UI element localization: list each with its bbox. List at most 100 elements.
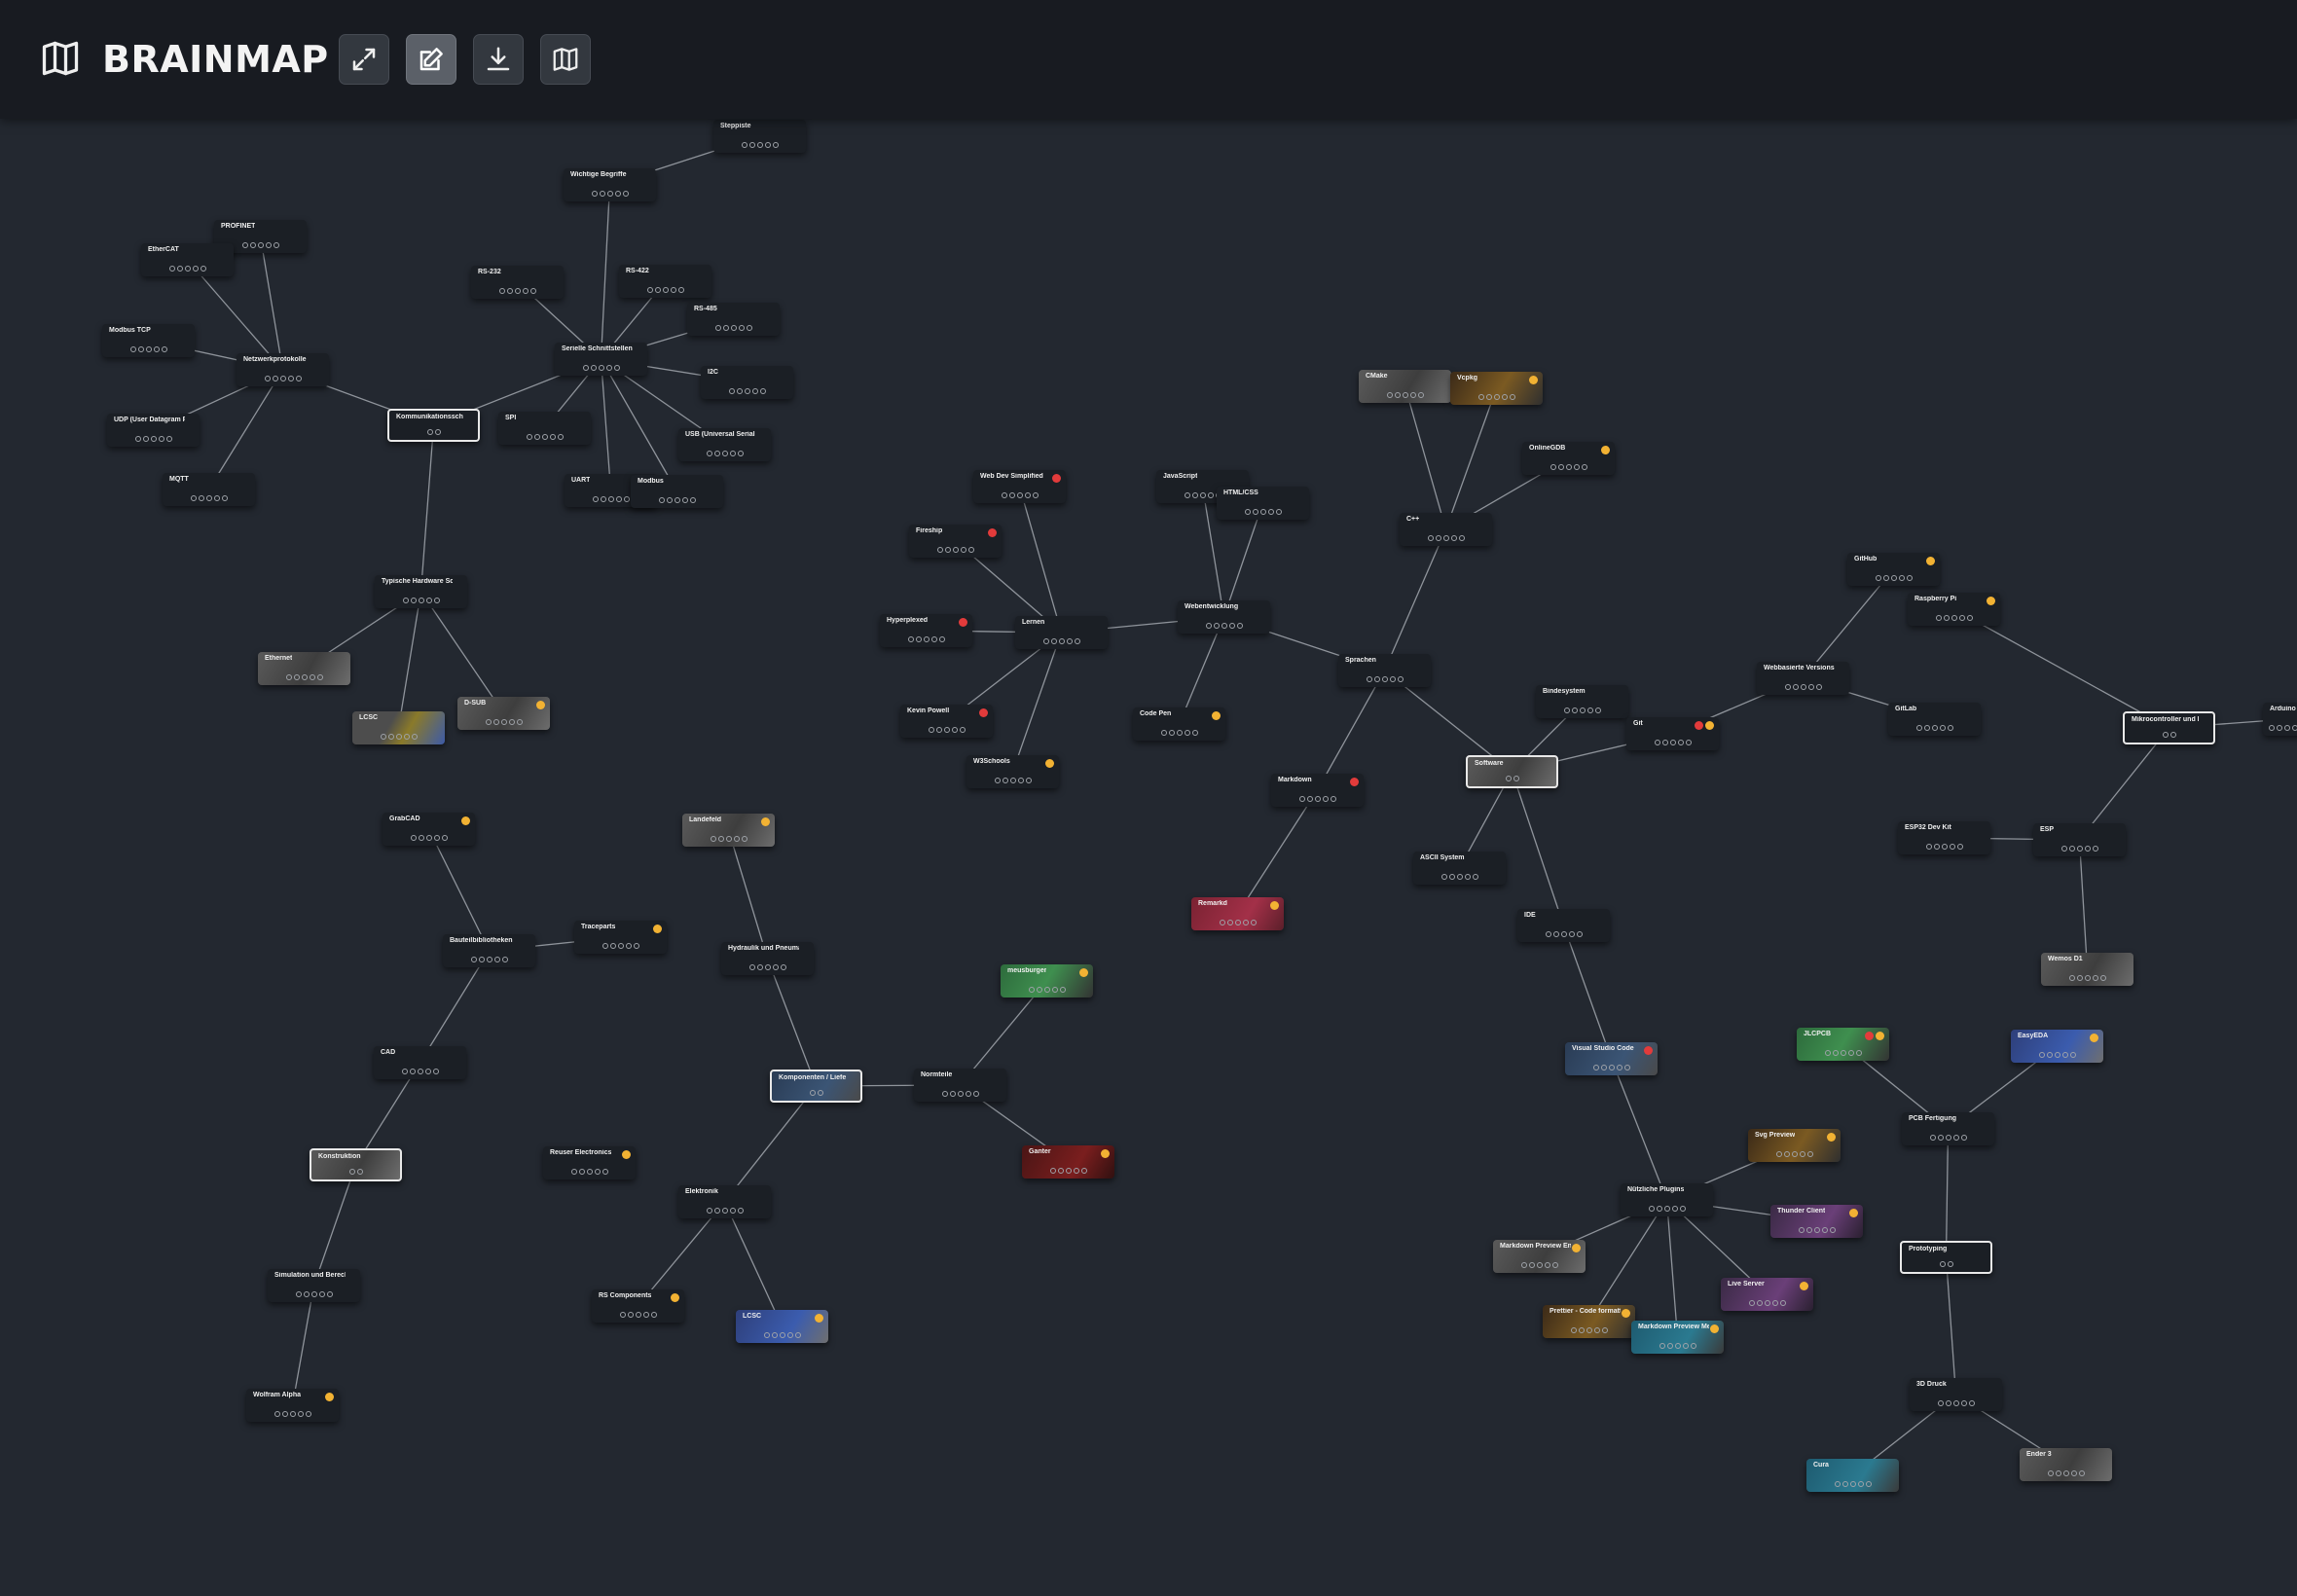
progress-dot[interactable] [706, 451, 712, 456]
progress-dots[interactable] [1244, 509, 1282, 515]
progress-dots[interactable] [134, 436, 172, 442]
progress-dot[interactable] [1544, 1262, 1550, 1268]
progress-dots[interactable] [1545, 931, 1583, 937]
progress-dots[interactable] [591, 191, 629, 197]
progress-dot[interactable] [1058, 638, 1065, 644]
progress-dot[interactable] [606, 191, 613, 197]
node-sprachen[interactable]: Sprachen [1338, 654, 1431, 687]
progress-dot[interactable] [1032, 492, 1039, 498]
progress-dot[interactable] [943, 727, 950, 733]
progress-dots[interactable] [1939, 1261, 1953, 1267]
progress-dot[interactable] [380, 734, 386, 740]
progress-dots[interactable] [582, 365, 620, 371]
progress-dot[interactable] [586, 1169, 593, 1175]
progress-dots[interactable] [1298, 796, 1336, 802]
progress-dots[interactable] [1049, 1168, 1087, 1174]
progress-dot[interactable] [1939, 725, 1946, 731]
progress-dot[interactable] [1771, 1300, 1778, 1306]
progress-dot[interactable] [2284, 725, 2290, 731]
progress-dots[interactable] [1654, 740, 1692, 745]
progress-dot[interactable] [1043, 987, 1050, 993]
progress-dot[interactable] [721, 1208, 728, 1214]
progress-dot[interactable] [1579, 707, 1586, 713]
progress-dot[interactable] [592, 496, 599, 502]
progress-dot[interactable] [972, 1091, 979, 1097]
progress-dot[interactable] [1956, 844, 1963, 850]
progress-dot[interactable] [600, 496, 606, 502]
node-mikrocontroller[interactable]: Mikrocontroller und Entwick... [2123, 711, 2215, 744]
progress-dots[interactable] [1915, 725, 1953, 731]
node-esp32[interactable]: ESP32 Dev Kit [1898, 821, 1990, 854]
node-usb[interactable]: USB (Universal Serial Bus) [678, 428, 771, 461]
progress-dot[interactable] [1616, 1065, 1622, 1070]
progress-dot[interactable] [1051, 987, 1058, 993]
progress-dots[interactable] [941, 1091, 979, 1097]
edit-button[interactable] [406, 34, 456, 85]
node-lernen[interactable]: Lernen [1015, 616, 1108, 649]
progress-dot[interactable] [737, 1208, 744, 1214]
progress-dots[interactable] [1775, 1151, 1813, 1157]
progress-dots[interactable] [190, 495, 228, 501]
node-vscode[interactable]: Visual Studio Code [1565, 1042, 1658, 1075]
progress-dot[interactable] [617, 943, 624, 949]
progress-dot[interactable] [1783, 1151, 1790, 1157]
progress-dot[interactable] [1199, 492, 1206, 498]
progress-dot[interactable] [938, 636, 945, 642]
progress-dot[interactable] [717, 836, 724, 842]
progress-dots[interactable] [748, 964, 786, 970]
progress-dot[interactable] [957, 1091, 964, 1097]
progress-dot[interactable] [1563, 707, 1570, 713]
progress-dot[interactable] [508, 719, 515, 725]
progress-dot[interactable] [145, 346, 152, 352]
progress-dot[interactable] [1440, 874, 1447, 880]
progress-dot[interactable] [959, 727, 966, 733]
progress-dot[interactable] [1945, 1135, 1951, 1141]
progress-dot[interactable] [737, 451, 744, 456]
progress-dot[interactable] [713, 451, 720, 456]
progress-dot[interactable] [1592, 1065, 1599, 1070]
progress-dot[interactable] [1882, 575, 1889, 581]
progress-dot[interactable] [1050, 638, 1057, 644]
progress-dot[interactable] [501, 957, 508, 962]
progress-dot[interactable] [706, 1208, 712, 1214]
node-wemos[interactable]: Wemos D1 [2041, 953, 2133, 986]
node-onlinegdb[interactable]: OnlineGDB [1522, 442, 1615, 475]
progress-dot[interactable] [326, 1291, 333, 1297]
progress-dot[interactable] [729, 1208, 736, 1214]
progress-dot[interactable] [1669, 740, 1676, 745]
progress-dot[interactable] [1960, 1400, 1967, 1406]
map-button[interactable] [540, 34, 591, 85]
progress-dot[interactable] [633, 943, 639, 949]
progress-dot[interactable] [1949, 844, 1955, 850]
node-grabcad[interactable]: GrabCAD [383, 813, 475, 846]
progress-dot[interactable] [1824, 1050, 1831, 1056]
progress-dot[interactable] [1560, 931, 1567, 937]
node-steppiste[interactable]: Steppiste [713, 120, 806, 153]
progress-dot[interactable] [772, 964, 779, 970]
progress-dots[interactable] [380, 734, 418, 740]
progress-dots[interactable] [168, 266, 206, 272]
progress-dot[interactable] [1568, 931, 1575, 937]
progress-dot[interactable] [809, 1090, 816, 1096]
node-mqtt[interactable]: MQTT [163, 473, 255, 506]
progress-dot[interactable] [1417, 392, 1424, 398]
progress-dot[interactable] [780, 964, 786, 970]
progress-dot[interactable] [607, 496, 614, 502]
progress-dot[interactable] [1009, 778, 1016, 783]
progress-dot[interactable] [748, 964, 755, 970]
progress-dot[interactable] [1906, 575, 1913, 581]
node-spi[interactable]: SPI [498, 412, 591, 445]
progress-dot[interactable] [1448, 874, 1455, 880]
node-vcpkg[interactable]: Vcpkg [1450, 372, 1543, 405]
progress-dot[interactable] [1656, 1206, 1662, 1212]
progress-dot[interactable] [418, 598, 424, 603]
progress-dot[interactable] [1221, 623, 1227, 629]
progress-dot[interactable] [650, 1312, 657, 1318]
progress-dot[interactable] [168, 266, 175, 272]
node-modbus-tcp[interactable]: Modbus TCP [102, 324, 195, 357]
progress-dot[interactable] [1234, 920, 1241, 925]
progress-dot[interactable] [658, 497, 665, 503]
progress-dot[interactable] [1205, 623, 1212, 629]
progress-dot[interactable] [1236, 623, 1243, 629]
node-simulation[interactable]: Simulation und Berechnung [268, 1269, 360, 1302]
